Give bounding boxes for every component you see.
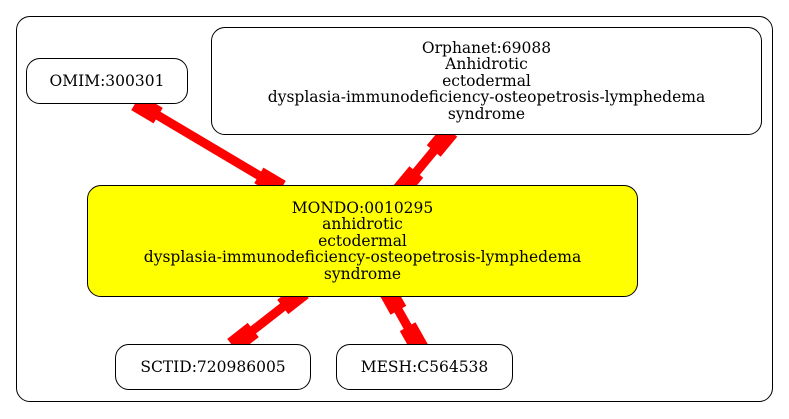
node-label-line: anhidrotic [322, 215, 403, 234]
node-label-line: MONDO:0010295 [291, 198, 434, 217]
node-label-line: SCTID:720986005 [140, 357, 286, 376]
cluster-box [16, 16, 773, 402]
node-sctid[interactable]: SCTID:720986005 [115, 344, 311, 390]
node-label-line: syndrome [323, 264, 402, 283]
node-label-line: Anhidrotic [445, 55, 528, 74]
node-mesh[interactable]: MESH:C564538 [336, 344, 513, 390]
node-mondo-focus[interactable]: MONDO:0010295 anhidrotic ectodermal dysp… [87, 185, 638, 297]
node-label-line: MESH:C564538 [360, 357, 489, 376]
node-orphanet[interactable]: Orphanet:69088 Anhidrotic ectodermal dys… [211, 27, 762, 135]
node-label-line: OMIM:300301 [49, 71, 165, 90]
node-label-line: ectodermal [318, 231, 407, 250]
node-label-line: dysplasia-immunodeficiency-osteopetrosis… [267, 88, 706, 107]
node-label-line: syndrome [447, 104, 526, 123]
node-label-line: ectodermal [442, 71, 531, 90]
node-omim[interactable]: OMIM:300301 [26, 58, 188, 104]
edge-line [144, 105, 273, 186]
node-label-line: dysplasia-immunodeficiency-osteopetrosis… [143, 248, 582, 267]
node-label-line: Orphanet:69088 [421, 38, 552, 57]
